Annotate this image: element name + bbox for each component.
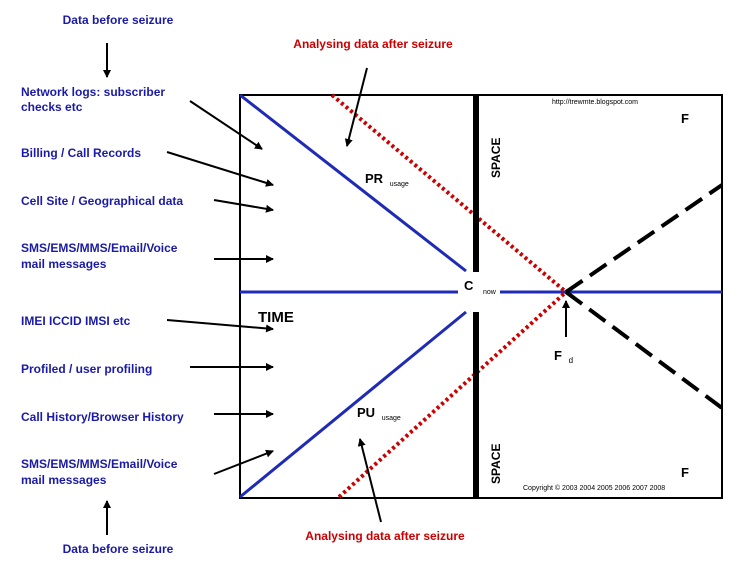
left-item-billing: Billing / Call Records — [21, 146, 141, 160]
space-label-top: SPACE — [489, 138, 503, 178]
arrow-red-top — [344, 67, 368, 147]
bottom-header-label: Data before seizure — [63, 542, 174, 556]
pr-usage-line — [239, 93, 467, 273]
pu-usage-line — [239, 310, 467, 499]
red-top-label: Analysing data after seizure — [293, 37, 453, 51]
pr-sub-label: usage — [390, 181, 409, 188]
time-label: TIME — [258, 309, 294, 326]
left-item-cell-site: Cell Site / Geographical data — [21, 194, 183, 208]
red-bottom-label: Analysing data after seizure — [305, 529, 465, 543]
left-item-sms-bottom-line1: SMS/EMS/MMS/Email/Voice — [21, 457, 178, 471]
pu-usage-label: PU usage — [357, 405, 401, 422]
dashed-line-up — [564, 183, 724, 294]
c-sub-label: now — [483, 289, 497, 296]
pr-label: PR — [365, 171, 384, 186]
fd-label: F d — [554, 348, 573, 365]
red-dotted-line-top — [330, 93, 568, 294]
left-item-sms-top-line1: SMS/EMS/MMS/Email/Voice — [21, 241, 178, 255]
left-item-sms-bottom-line2: mail messages — [21, 473, 107, 487]
fd-sub-label: d — [569, 356, 573, 365]
copyright-label: Copyright © 2003 2004 2005 2006 2007 200… — [523, 484, 665, 492]
pr-usage-label: PR usage — [365, 171, 409, 188]
arrow-sms-bottom — [213, 449, 274, 475]
dashed-line-down — [564, 290, 724, 410]
left-item-imei: IMEI ICCID IMSI etc — [21, 314, 131, 328]
url-label: http://trewmte.blogspot.com — [552, 99, 638, 106]
f-top-label: F — [681, 111, 689, 126]
left-item-sms-top-line2: mail messages — [21, 257, 107, 271]
arrow-network-logs — [189, 100, 263, 150]
pu-label: PU — [357, 405, 375, 420]
left-item-call-history: Call History/Browser History — [21, 410, 184, 424]
pu-sub-label: usage — [382, 415, 401, 422]
left-item-network-logs-line2: checks etc — [21, 100, 83, 114]
left-item-network-logs-line1: Network logs: subscriber — [21, 85, 165, 99]
c-now-label: C now — [464, 278, 497, 296]
f-bottom-label: F — [681, 465, 689, 480]
left-item-profiled: Profiled / user profiling — [21, 362, 152, 376]
top-header-label: Data before seizure — [63, 13, 174, 27]
c-label: C — [464, 278, 474, 293]
arrow-billing — [166, 151, 274, 187]
arrow-red-bottom — [357, 438, 382, 523]
fd-main-label: F — [554, 348, 562, 363]
arrow-cell-site — [213, 199, 274, 213]
red-dotted-line-bottom — [337, 290, 568, 499]
space-label-bottom: SPACE — [489, 444, 503, 484]
arrow-imei — [166, 319, 274, 333]
